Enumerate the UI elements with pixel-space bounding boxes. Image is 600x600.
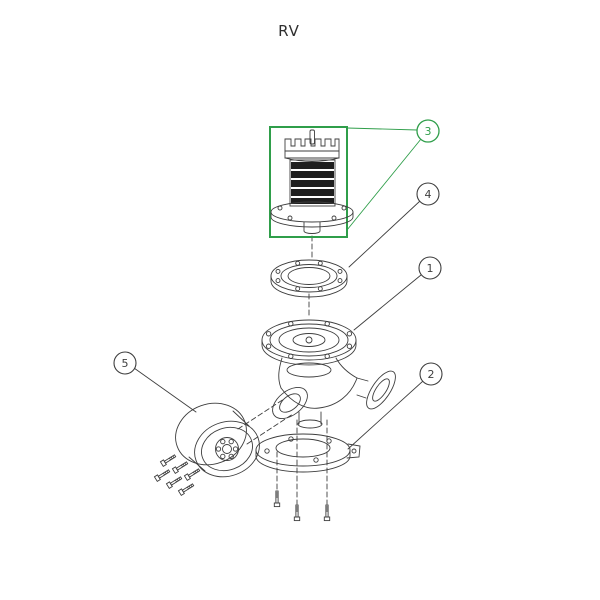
screw-icon [159, 453, 178, 467]
suction-flange [272, 387, 308, 419]
left-screw-set [153, 453, 202, 496]
part-3-motor[interactable] [269, 126, 354, 238]
part-2-base-plate[interactable] [255, 433, 361, 473]
callout-1-balloon[interactable] [418, 256, 442, 280]
callout-1-label: 1 [427, 262, 434, 275]
drum-hub [215, 437, 239, 461]
callout-4-label: 4 [425, 188, 432, 201]
motor-castellated-cap [284, 138, 340, 159]
callout-2-label: 2 [428, 368, 435, 381]
callout-2-balloon[interactable] [419, 362, 443, 386]
motor-stator-stack [289, 159, 336, 207]
part-5-drum[interactable] [167, 393, 267, 485]
callout-4-balloon[interactable] [416, 182, 440, 206]
selection-highlight-box [269, 126, 348, 238]
discharge-flange [366, 370, 396, 410]
screw-icon [323, 504, 331, 522]
screw-icon [171, 460, 190, 474]
callout-1[interactable]: 1 [353, 256, 442, 331]
part-1-housing[interactable] [261, 319, 401, 429]
callout-5-label: 5 [122, 357, 129, 370]
screw-icon [177, 482, 196, 496]
motor-top-pin [309, 129, 315, 145]
screw-icon [273, 490, 281, 508]
centerlines [237, 235, 328, 505]
screw-icon [165, 475, 184, 489]
page-title: RV [278, 22, 300, 40]
part-4-ring[interactable] [270, 259, 348, 298]
pump-body [278, 357, 283, 389]
base-plate-tab [346, 443, 361, 459]
callout-5-balloon[interactable] [113, 351, 137, 375]
callout-2[interactable]: 2 [347, 362, 443, 450]
callout-3-label: 3 [425, 125, 432, 138]
motor-shaft-stub [303, 221, 321, 234]
motor-flange [270, 201, 354, 223]
callout-4[interactable]: 4 [348, 182, 440, 268]
callout-3[interactable]: 3 [346, 119, 440, 231]
screw-icon [293, 504, 301, 522]
callout-3-balloon[interactable] [416, 119, 440, 143]
callout-5[interactable]: 5 [113, 351, 197, 413]
bottom-screw-set [273, 490, 331, 522]
screw-icon [183, 467, 202, 481]
screw-icon [153, 468, 172, 482]
